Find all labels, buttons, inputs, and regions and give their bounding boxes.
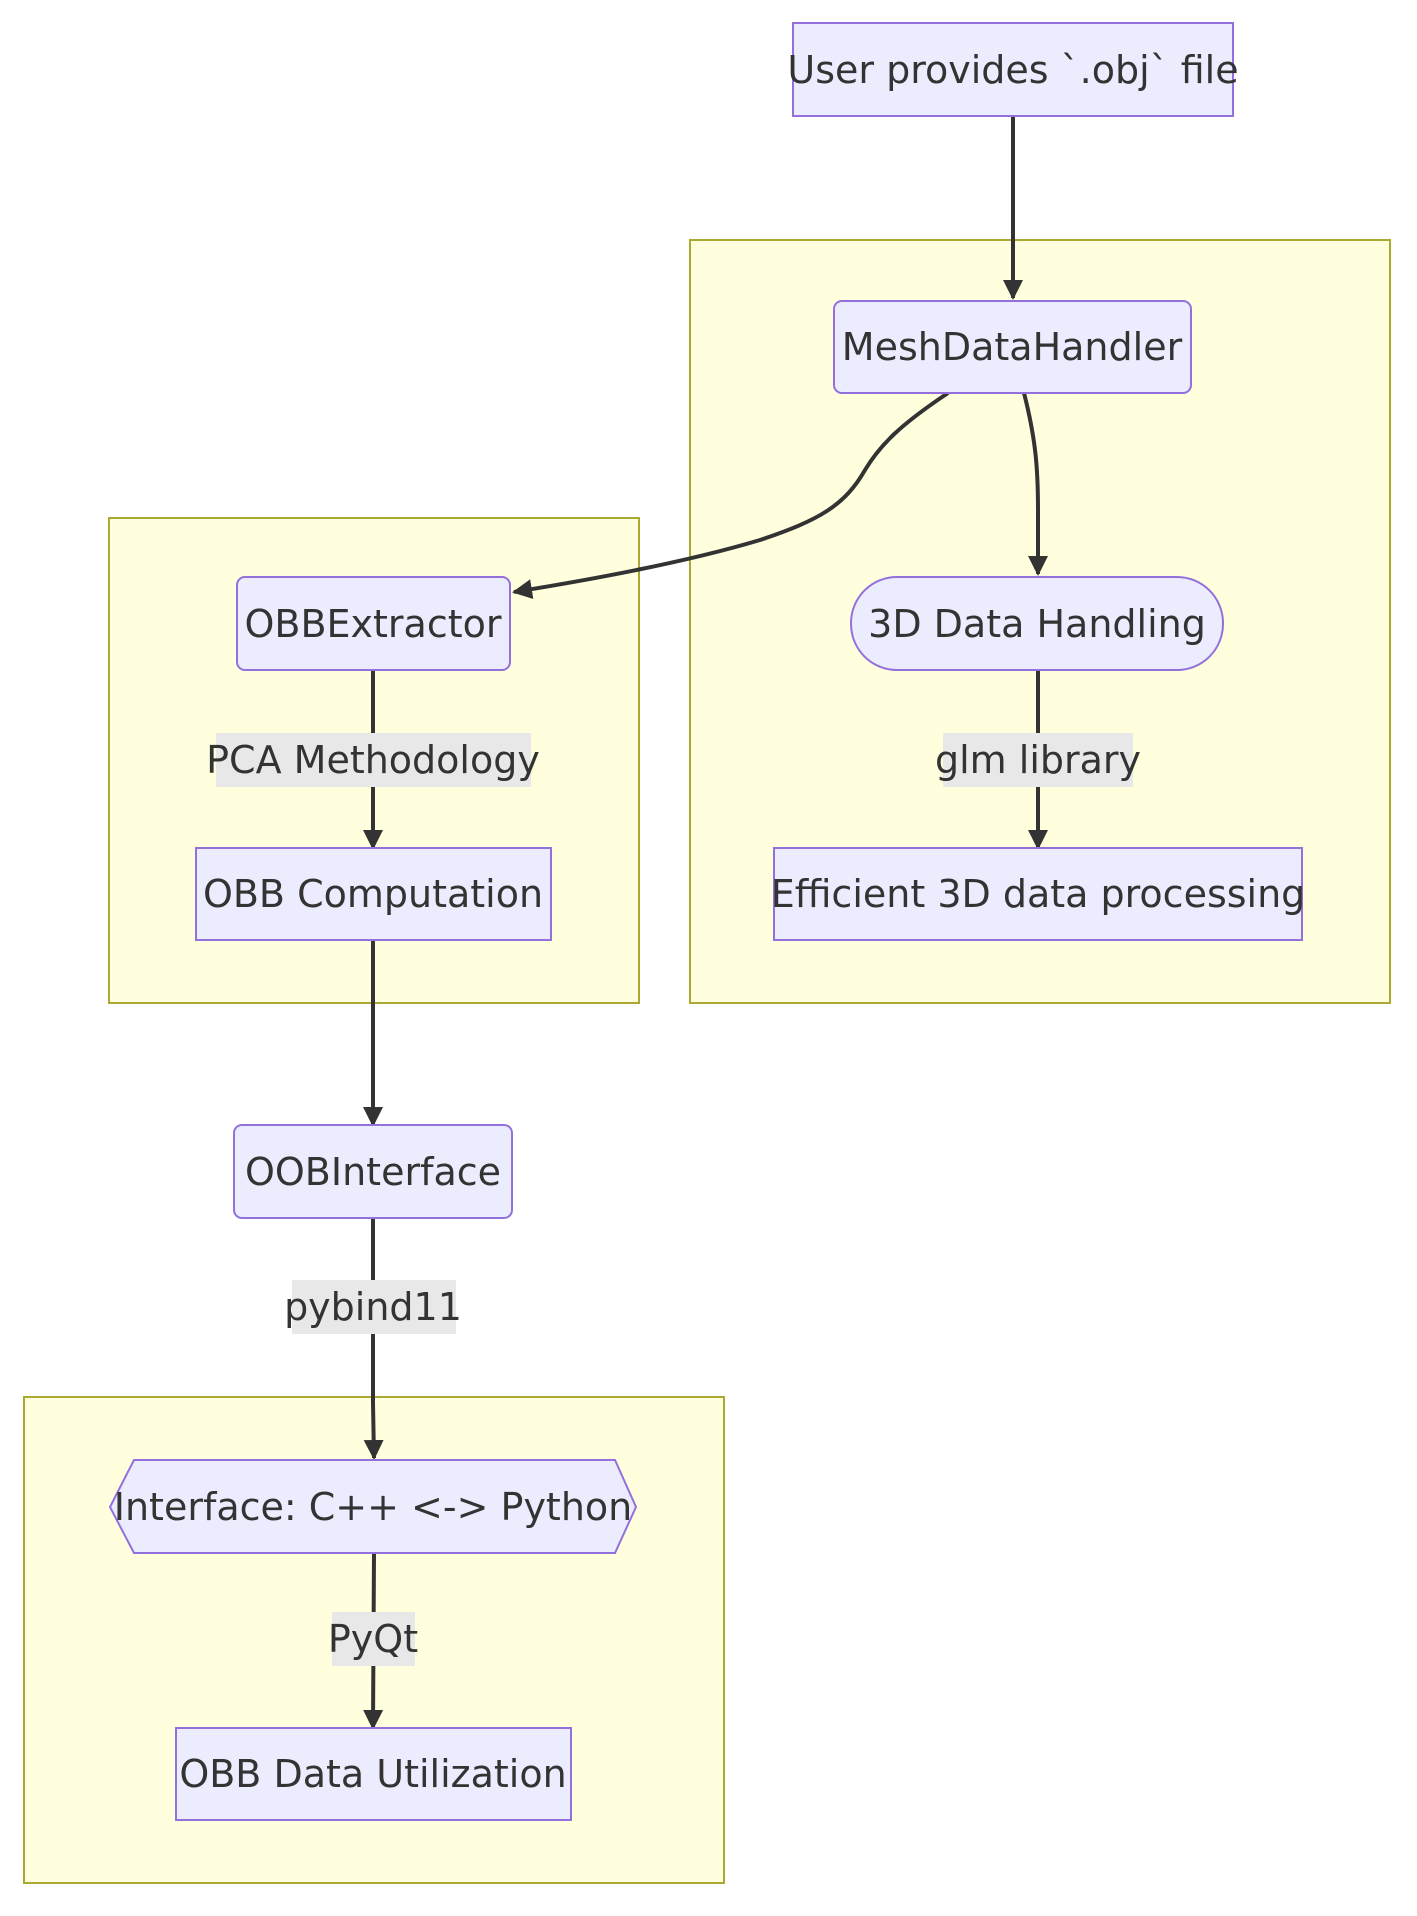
node-3d-data-handling: 3D Data Handling: [850, 576, 1224, 671]
node-obb-computation: OBB Computation: [195, 847, 552, 941]
svg-text:Interface: C++ <-> Python: Interface: C++ <-> Python: [114, 1485, 633, 1529]
edge-label-pca: PCA Methodology: [206, 733, 540, 787]
svg-text:OOBInterface: OOBInterface: [245, 1150, 501, 1194]
node-obb-data-utilization: OBB Data Utilization: [175, 1727, 572, 1821]
edge-oobinterface-to-interface: [363, 1218, 384, 1460]
svg-text:PCA Methodology: PCA Methodology: [206, 738, 540, 782]
node-oob-interface: OOBInterface: [233, 1124, 513, 1219]
node-obb-extractor: OBBExtractor: [236, 576, 511, 671]
edge-mesh-to-data-handling: [1022, 392, 1048, 576]
svg-text:PyQt: PyQt: [328, 1617, 418, 1661]
node-mesh-data-handler: MeshDataHandler: [833, 300, 1192, 394]
svg-text:Efficient 3D data processing: Efficient 3D data processing: [771, 872, 1306, 916]
svg-text:OBB Data Utilization: OBB Data Utilization: [179, 1752, 566, 1796]
svg-text:pybind11: pybind11: [284, 1285, 462, 1329]
edge-label-glm: glm library: [935, 733, 1141, 787]
node-interface-cpp-python: Interface: C++ <-> Python: [108, 1459, 638, 1554]
svg-text:MeshDataHandler: MeshDataHandler: [842, 325, 1183, 369]
svg-text:OBB Computation: OBB Computation: [203, 872, 543, 916]
node-user-obj-file: User provides `.obj` file: [787, 22, 1239, 117]
node-efficient-3d-processing: Efficient 3D data processing: [771, 847, 1306, 941]
edge-label-pyqt: PyQt: [328, 1612, 418, 1666]
edge-mesh-to-obbextractor: [512, 391, 950, 600]
svg-text:3D Data Handling: 3D Data Handling: [868, 602, 1206, 646]
svg-text:User provides `.obj` file: User provides `.obj` file: [787, 48, 1238, 92]
svg-text:glm library: glm library: [935, 738, 1141, 782]
svg-text:OBBExtractor: OBBExtractor: [244, 602, 501, 646]
edge-label-pybind: pybind11: [284, 1280, 462, 1334]
